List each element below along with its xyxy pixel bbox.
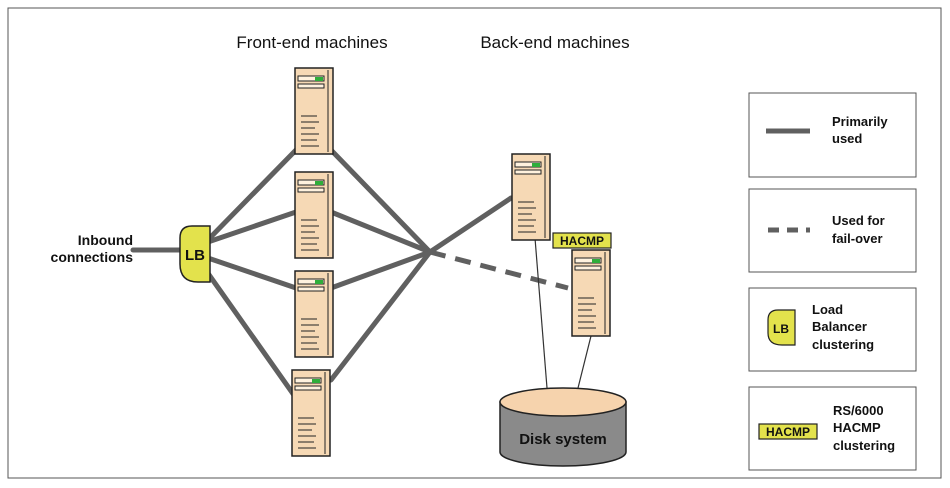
primary-links xyxy=(130,147,514,401)
front-end-server-4 xyxy=(291,369,331,457)
legend-lb-line2: Balancer xyxy=(812,319,867,334)
legend-hacmp-line3: clustering xyxy=(833,438,895,453)
legend-lb-badge-label: LB xyxy=(773,322,789,336)
legend-lb-line3: clustering xyxy=(812,337,874,352)
front-end-server-1 xyxy=(294,67,334,155)
legend-primary-box xyxy=(748,92,917,178)
back-end-heading: Back-end machines xyxy=(480,33,629,52)
hacmp-badge-label: HACMP xyxy=(560,234,604,248)
legend-lb-line1: Load xyxy=(812,302,843,317)
failover-link xyxy=(429,249,569,291)
legend-lb-badge-icon xyxy=(767,309,796,346)
hacmp-badge: HACMP xyxy=(552,232,612,249)
load-balancer-icon: LB xyxy=(179,225,211,283)
legend-primary-line1: Primarily xyxy=(832,114,888,129)
front-end-heading: Front-end machines xyxy=(236,33,387,52)
legend: Primarily used Used for fail-over LB Loa… xyxy=(748,92,917,471)
legend-hacmp-line1: RS/6000 xyxy=(833,403,884,418)
legend-failover-line2: fail-over xyxy=(832,231,883,246)
disk-links xyxy=(534,237,593,389)
legend-hacmp-badge-icon xyxy=(758,423,818,440)
load-balancer-label: LB xyxy=(185,247,205,264)
disk-system-icon: Disk system xyxy=(499,387,627,467)
legend-primary-line2: used xyxy=(832,131,862,146)
legend-hacmp-badge-label: HACMP xyxy=(766,425,810,439)
back-end-server-standby xyxy=(571,249,611,337)
front-end-server-2 xyxy=(294,171,334,259)
legend-failover-line1: Used for xyxy=(832,213,885,228)
inbound-label-line2: connections xyxy=(51,249,134,265)
back-end-server-primary xyxy=(511,153,551,241)
legend-hacmp-line2: HACMP xyxy=(833,420,881,435)
inbound-label-line1: Inbound xyxy=(78,232,133,248)
front-end-server-3 xyxy=(294,270,334,358)
disk-system-label: Disk system xyxy=(519,431,607,448)
